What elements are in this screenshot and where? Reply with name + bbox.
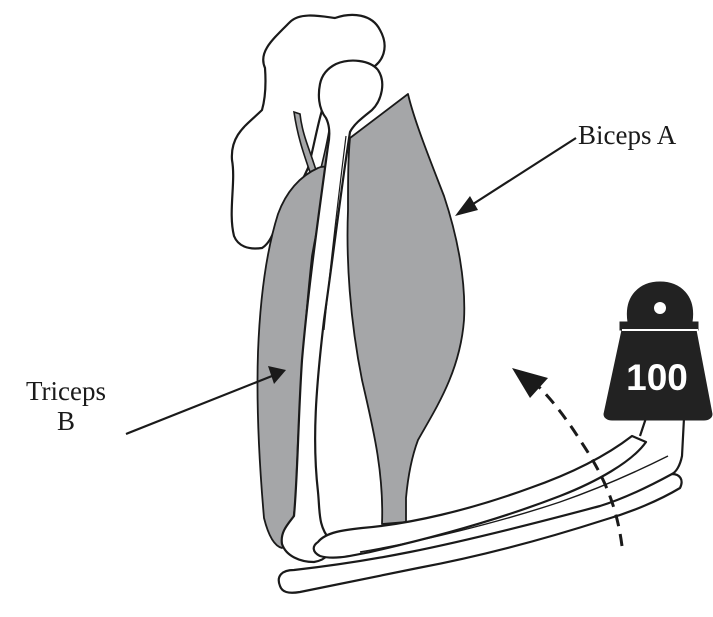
triceps-label: Triceps B	[11, 376, 121, 436]
triceps-label-line2: B	[11, 406, 121, 436]
hand-hook	[640, 418, 684, 474]
biceps-label: Biceps A	[578, 120, 676, 150]
triceps-label-line1: Triceps	[11, 376, 121, 406]
biceps-pointer-line	[470, 138, 576, 206]
weight-block: 100	[604, 282, 712, 420]
motion-arrowhead	[512, 368, 548, 398]
triceps-pointer-line	[126, 376, 272, 434]
biceps-muscle	[348, 94, 465, 524]
weight-label: 100	[626, 357, 688, 398]
biceps-pointer-arrowhead	[455, 196, 478, 216]
weight-ring-hole	[654, 302, 666, 314]
